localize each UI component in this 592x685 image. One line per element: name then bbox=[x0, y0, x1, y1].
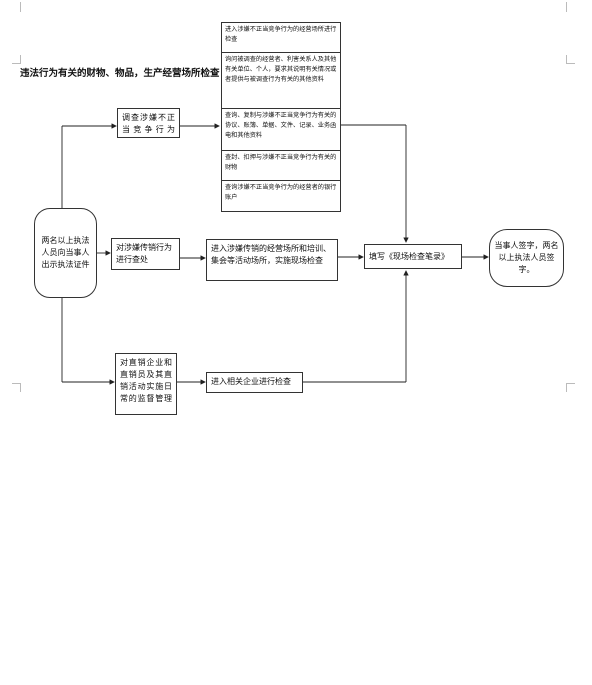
corner-mark bbox=[566, 383, 575, 392]
mid-action-label: 进入涉嫌传销的经营场所和培训、集会等活动场所，实施现场检查 bbox=[211, 244, 331, 265]
end-node-label: 当事人签字，两名以上执法人员签字。 bbox=[494, 241, 559, 274]
start-node-label: 两名以上执法人员向当事人出示执法证件 bbox=[41, 236, 90, 269]
bot-action-label: 进入相关企业进行检查 bbox=[211, 377, 291, 386]
corner-mark bbox=[12, 2, 21, 12]
branch-bot-box: 对直销企业和直销员及其直销活动实施日常的监督管理 bbox=[115, 353, 177, 415]
top-item: 询问被调查的经营者、利害关系人及其他有关单位、个人，要求其说明有关情况或者提供与… bbox=[222, 53, 340, 109]
top-item: 查封、扣押与涉嫌不正当竞争行为有关的财物 bbox=[222, 151, 340, 181]
corner-mark bbox=[566, 55, 575, 64]
branch-top-label: 调查涉嫌不正当竞争行为 bbox=[122, 113, 175, 134]
branch-mid-label: 对涉嫌传销行为进行查处 bbox=[116, 243, 172, 264]
branch-top-box: 调查涉嫌不正当竞争行为 bbox=[117, 108, 180, 138]
top-items-stack: 进入涉嫌不正当竞争行为的经营场所进行检查 询问被调查的经营者、利害关系人及其他有… bbox=[221, 22, 341, 212]
branch-bot-label: 对直销企业和直销员及其直销活动实施日常的监督管理 bbox=[120, 358, 172, 403]
diagram-title: 违法行为有关的财物、物品，生产经营场所检查 bbox=[20, 68, 220, 79]
top-item: 查询涉嫌不正当竞争行为的经营者的银行账户 bbox=[225, 184, 337, 201]
mid-action-box: 进入涉嫌传销的经营场所和培训、集会等活动场所，实施现场检查 bbox=[206, 239, 338, 281]
record-label: 填写《现场检查笔录》 bbox=[369, 251, 449, 261]
corner-mark bbox=[12, 383, 21, 392]
corner-mark bbox=[566, 2, 575, 12]
branch-mid-box: 对涉嫌传销行为进行查处 bbox=[111, 238, 180, 270]
start-node: 两名以上执法人员向当事人出示执法证件 bbox=[34, 208, 97, 298]
top-item: 查询、复制与涉嫌不正当竞争行为有关的协议、账簿、单据、文件、记录、业务函电和其他… bbox=[222, 109, 340, 151]
end-node: 当事人签字，两名以上执法人员签字。 bbox=[489, 229, 564, 287]
bot-action-box: 进入相关企业进行检查 bbox=[206, 372, 303, 393]
corner-mark bbox=[12, 55, 21, 64]
record-box: 填写《现场检查笔录》 bbox=[364, 244, 462, 269]
top-item: 进入涉嫌不正当竞争行为的经营场所进行检查 bbox=[222, 23, 340, 53]
